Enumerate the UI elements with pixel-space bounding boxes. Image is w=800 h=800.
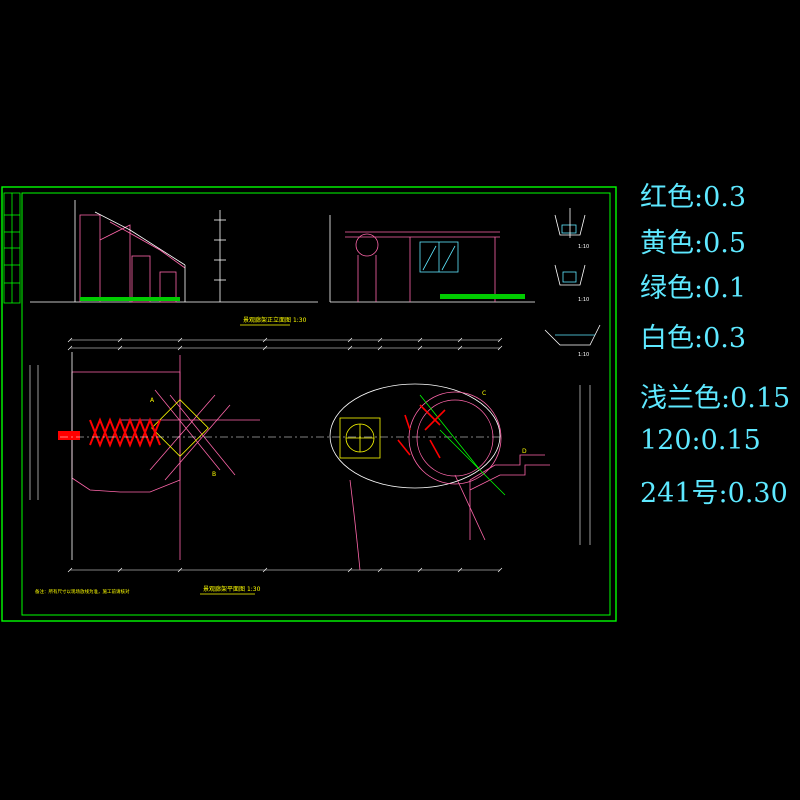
legend-row-yellow: 黄色:0.5 [640,228,747,259]
plan-right-red-members [397,404,446,459]
detail-2-scale: 1:10 [578,297,589,303]
detail-3-scale: 1:10 [578,352,589,358]
dimension-tick [347,337,353,343]
section-mark-a-left: A [150,397,155,404]
elevation-a-shrubs [80,297,180,301]
dimension-tick [457,345,463,351]
section-mark-c-right: C [482,390,486,397]
dimension-tick [177,337,183,343]
dimension-tick [457,567,463,573]
elevation-a [30,200,318,303]
legend-row-120: 120:0.15 [640,425,761,456]
dimension-tick [457,337,463,343]
dimension-tick [377,337,383,343]
dimension-tick [377,567,383,573]
plan-title: 景观廊架平面图 1:30 [203,585,261,593]
dimension-tick [117,337,123,343]
legend-row-light-blue: 浅兰色:0.15 [640,383,791,414]
detail-1-scale: 1:10 [578,244,589,250]
elevation-a-title: 景观廊架正立面图 1:30 [243,316,307,324]
section-mark-b-left: B [212,471,216,478]
dimension-tick [417,345,423,351]
plan-note: 备注：所有尺寸以现场放线为准，施工前请核对 [35,588,130,595]
elevation-b [329,215,535,303]
plan-dimension-lines [29,339,591,571]
dimension-tick [377,345,383,351]
dimension-tick [262,345,268,351]
legend-row-green: 绿色:0.1 [640,273,747,304]
detail-2 [554,264,586,286]
legend-row-red: 红色:0.3 [640,182,747,213]
dimension-tick [417,567,423,573]
dimension-tick [117,567,123,573]
sheet-inner-frame [21,192,611,616]
sheet-outer-frame [1,186,617,622]
plan-red-block [58,431,80,440]
plan-left-pergola [71,352,260,560]
detail-1 [554,208,586,238]
dimension-tick [177,345,183,351]
dimension-tick [67,567,73,573]
legend-row-241: 241号:0.30 [640,478,788,509]
plan-left-red-members [89,417,161,448]
plan-ticks [67,337,503,573]
dimension-tick [347,567,353,573]
dimension-tick [177,567,183,573]
legend-row-white: 白色:0.3 [640,323,747,354]
dimension-tick [117,345,123,351]
dimension-tick [417,337,423,343]
dimension-tick [497,567,503,573]
dimension-tick [497,337,503,343]
dimension-tick [262,337,268,343]
elevation-b-shrubs [440,294,525,299]
section-mark-d-right: D [522,448,527,455]
dimension-tick [347,345,353,351]
title-strip [3,192,21,304]
dimension-tick [67,337,73,343]
detail-3 [544,324,601,346]
plan-right-pergola [329,383,550,571]
dimension-tick [497,345,503,351]
dimension-tick [67,345,73,351]
dimension-tick [262,567,268,573]
